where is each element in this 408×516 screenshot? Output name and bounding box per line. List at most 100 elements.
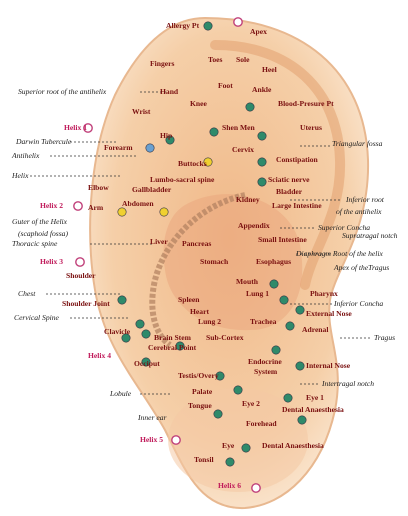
label-eye: Eye — [222, 441, 235, 450]
label-forearm: Forearm — [104, 143, 133, 152]
label-supratragal: Supratragal notch — [342, 231, 398, 240]
acupuncture-dot-5 — [165, 135, 175, 145]
acupuncture-dot-7 — [257, 131, 267, 141]
acupuncture-dot-25 — [295, 361, 305, 371]
acupuncture-dot-2 — [245, 102, 255, 112]
label-allergy: Allergy Pt — [166, 21, 200, 30]
label-cervical: Cervical Spine — [14, 313, 59, 322]
label-inferior-concha: Inferior Concha — [334, 299, 384, 308]
acupuncture-dot-1 — [233, 17, 243, 27]
label-tonsil: Tonsil — [194, 455, 214, 464]
label-esophagus: Esophagus — [256, 257, 292, 266]
label-inner-ear: Inner ear — [138, 413, 167, 422]
label-cerebral: Cerebral Point — [148, 343, 197, 352]
label-sciatic: Sciatic nerve — [268, 175, 310, 184]
label-lumbo-sacral: Lumbo-sacral spine — [150, 175, 215, 184]
label-thoracic: Thoracic spine — [12, 239, 58, 248]
label-helix-5: Helix 5 — [140, 435, 163, 444]
label-spleen: Spleen — [178, 295, 200, 304]
label-system: System — [254, 367, 278, 376]
label-stomach: Stomach — [200, 257, 229, 266]
acupuncture-dot-9 — [257, 157, 267, 167]
label-constipation: Constipation — [276, 155, 318, 164]
label-sub-cortex: Sub-Cortex — [206, 333, 244, 342]
acupuncture-dot-27 — [215, 371, 225, 381]
label-testis: Testis/Overy — [178, 371, 219, 380]
acupuncture-dot-17 — [295, 305, 305, 315]
label-appendix: Appendix — [238, 221, 270, 230]
label-pancreas: Pancreas — [182, 239, 212, 248]
label-intertragal: Intertragal notch — [322, 379, 375, 388]
label-cervix: Cervix — [232, 145, 254, 154]
label-lung-1: Lung 1 — [246, 289, 270, 298]
acupuncture-dot-19 — [135, 319, 145, 329]
label-hip: Hip — [160, 131, 173, 140]
label-external-nose: External Nose — [306, 309, 352, 318]
label-small-intestine: Small Intestine — [258, 235, 307, 244]
label-antihelix: Antihelix — [12, 151, 40, 160]
label-lobule: Lobule — [110, 389, 132, 398]
label-large-intestine: Large Intestine — [272, 201, 322, 210]
label-inferior-root-2: of the antihelix — [336, 207, 382, 216]
label-occiput: Occiput — [134, 359, 160, 368]
helix-rim — [210, 40, 346, 290]
lobule — [168, 388, 308, 492]
label-bladder: Bladder — [276, 187, 303, 196]
acupuncture-dot-18 — [117, 295, 127, 305]
label-apex: Apex — [250, 27, 267, 36]
label-sole: Sole — [236, 55, 250, 64]
label-lung-2: Lung 2 — [198, 317, 222, 326]
label-tongue: Tongue — [188, 401, 212, 410]
acupuncture-dot-0 — [203, 21, 213, 31]
acupuncture-dot-20 — [285, 321, 295, 331]
acupuncture-dot-4 — [145, 143, 155, 153]
label-palate: Palate — [192, 387, 213, 396]
acupuncture-dot-34 — [251, 483, 261, 493]
acupuncture-dot-33 — [225, 457, 235, 467]
label-abdomen: Abdomen — [122, 199, 154, 208]
label-shoulder: Shoulder — [66, 271, 96, 280]
label-shen-men: Shen Men — [222, 123, 255, 132]
label-helix-6: Helix 6 — [218, 481, 241, 490]
label-dental-1: Dental Anaesthesia — [282, 405, 344, 414]
label-helix-3: Helix 3 — [40, 257, 63, 266]
acupuncture-dot-11 — [159, 207, 169, 217]
label-pharynx: Pharynx — [310, 289, 338, 298]
label-liver: Liver — [150, 237, 168, 246]
label-apex-tragus: Apex of theTragus — [334, 263, 390, 272]
label-dental-2: Dental Anaesthesia — [262, 441, 324, 450]
label-helix-1: Helix 1 — [64, 123, 87, 132]
acupuncture-dot-32 — [241, 443, 251, 453]
label-wrist: Wrist — [132, 107, 151, 116]
label-heart: Heart — [190, 307, 209, 316]
label-internal-nose: Internal Nose — [306, 361, 351, 370]
acupuncture-dot-30 — [213, 409, 223, 419]
acupuncture-dot-10 — [117, 207, 127, 217]
acupuncture-dot-21 — [121, 333, 131, 343]
acupuncture-dot-8 — [203, 157, 213, 167]
acupuncture-dot-29 — [283, 393, 293, 403]
label-chest: Chest — [18, 289, 36, 298]
acupuncture-dot-15 — [269, 279, 279, 289]
acupuncture-dot-22 — [141, 329, 151, 339]
label-fingers: Fingers — [150, 59, 175, 68]
label-eye-2: Eye 2 — [242, 399, 260, 408]
label-diaphragm: Diaphragm Root of the helix — [296, 249, 383, 258]
label-mouth: Mouth — [236, 277, 258, 286]
acupuncture-dot-6 — [209, 127, 219, 137]
ear-outline — [89, 16, 370, 510]
acupuncture-dot-3 — [83, 123, 93, 133]
label-inferior-root: Inferior root — [346, 195, 384, 204]
acupuncture-dot-31 — [171, 435, 181, 445]
label-endocrine: Endocrine — [248, 357, 282, 366]
label-adrenal: Adrenal — [302, 325, 329, 334]
label-arm: Arm — [88, 203, 104, 212]
acupuncture-dot-23 — [175, 341, 185, 351]
label-heel: Heel — [262, 65, 277, 74]
label-triangular-fossa: Triangular fossa — [332, 139, 383, 148]
label-uterus: Uterus — [300, 123, 322, 132]
label-shoulder-joint: Shoulder Joint — [62, 299, 110, 308]
acupuncture-dot-13 — [73, 201, 83, 211]
